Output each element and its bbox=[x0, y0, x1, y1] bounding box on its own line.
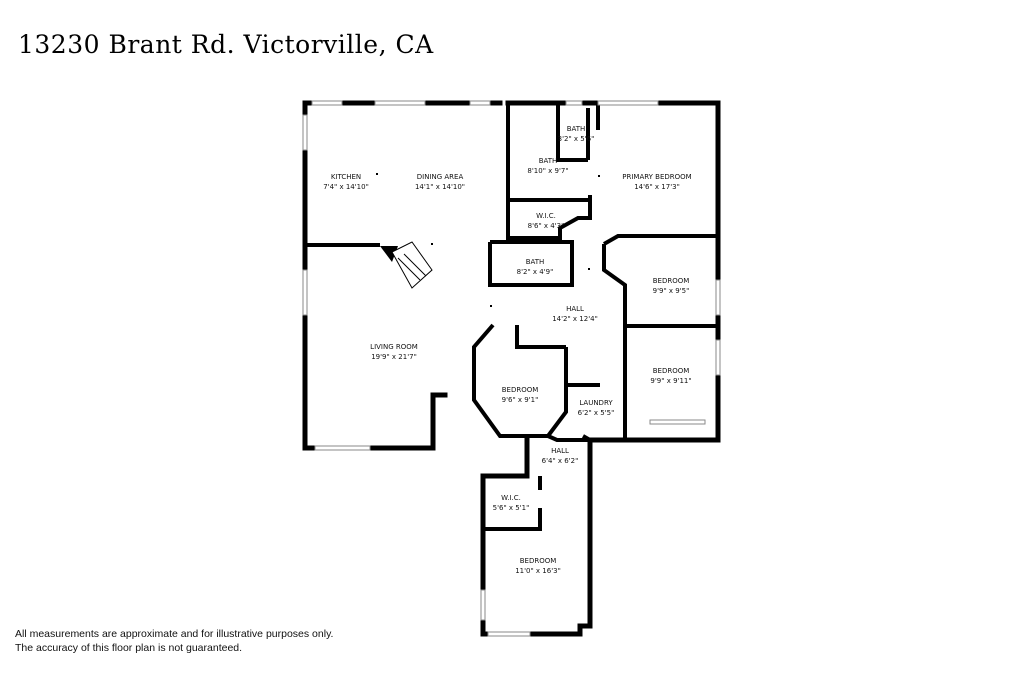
room-name-hall-small: HALL bbox=[551, 447, 569, 455]
room-dim-dining: 14'1" x 14'10" bbox=[415, 183, 465, 191]
room-name-living: LIVING ROOM bbox=[370, 343, 418, 351]
room-dim-hall-main: 14'2" x 12'4" bbox=[552, 315, 598, 323]
room-dim-wic-south: 5'6" x 5'1" bbox=[493, 504, 530, 512]
room-name-wic-south: W.I.C. bbox=[501, 494, 521, 502]
room-dim-bath-hall: 8'2" x 4'9" bbox=[517, 268, 554, 276]
room-name-bath-small: BATH bbox=[567, 125, 586, 133]
room-labels: KITCHEN 7'4" x 14'10" DINING AREA 14'1" … bbox=[323, 125, 692, 575]
room-name-bedroom-s: BEDROOM bbox=[520, 557, 557, 565]
room-name-bath-primary: BATH bbox=[539, 157, 558, 165]
room-name-hall-main: HALL bbox=[566, 305, 584, 313]
room-name-primary-bedroom: PRIMARY BEDROOM bbox=[622, 173, 691, 181]
fireplace-symbol bbox=[380, 241, 433, 289]
room-dim-laundry: 6'2" x 5'5" bbox=[578, 409, 615, 417]
room-dim-bedroom-ne: 9'9" x 9'5" bbox=[653, 287, 690, 295]
room-dim-living: 19'9" x 21'7" bbox=[371, 353, 417, 361]
room-dim-bath-small: 3'2" x 5'6" bbox=[558, 135, 595, 143]
room-name-bedroom-ne: BEDROOM bbox=[653, 277, 690, 285]
interior-walls bbox=[305, 103, 718, 531]
room-dim-bath-primary: 8'10" x 9'7" bbox=[527, 167, 568, 175]
disclaimer-line-2: The accuracy of this floor plan is not g… bbox=[15, 642, 243, 654]
room-dim-primary-bedroom: 14'6" x 17'3" bbox=[634, 183, 680, 191]
room-dim-wic-primary: 8'6" x 4'3" bbox=[528, 222, 565, 230]
room-name-bedroom-e: BEDROOM bbox=[653, 367, 690, 375]
windows bbox=[302, 100, 721, 637]
room-dim-hall-small: 6'4" x 6'2" bbox=[542, 457, 579, 465]
room-dim-bedroom-e: 9'9" x 9'11" bbox=[650, 377, 691, 385]
disclaimer-line-1: All measurements are approximate and for… bbox=[15, 628, 334, 640]
room-name-kitchen: KITCHEN bbox=[331, 173, 361, 181]
room-dim-bedroom-s: 11'0" x 16'3" bbox=[515, 567, 561, 575]
room-name-bath-hall: BATH bbox=[526, 258, 545, 266]
fixtures bbox=[376, 173, 600, 307]
room-dim-kitchen: 7'4" x 14'10" bbox=[323, 183, 369, 191]
room-dim-bedroom-center: 9'6" x 9'1" bbox=[502, 396, 539, 404]
room-name-bedroom-center: BEDROOM bbox=[502, 386, 539, 394]
room-name-laundry: LAUNDRY bbox=[579, 399, 613, 407]
room-name-wic-primary: W.I.C. bbox=[536, 212, 556, 220]
page-title: 13230 Brant Rd. Victorville, CA bbox=[18, 30, 434, 59]
room-name-dining: DINING AREA bbox=[417, 173, 464, 181]
